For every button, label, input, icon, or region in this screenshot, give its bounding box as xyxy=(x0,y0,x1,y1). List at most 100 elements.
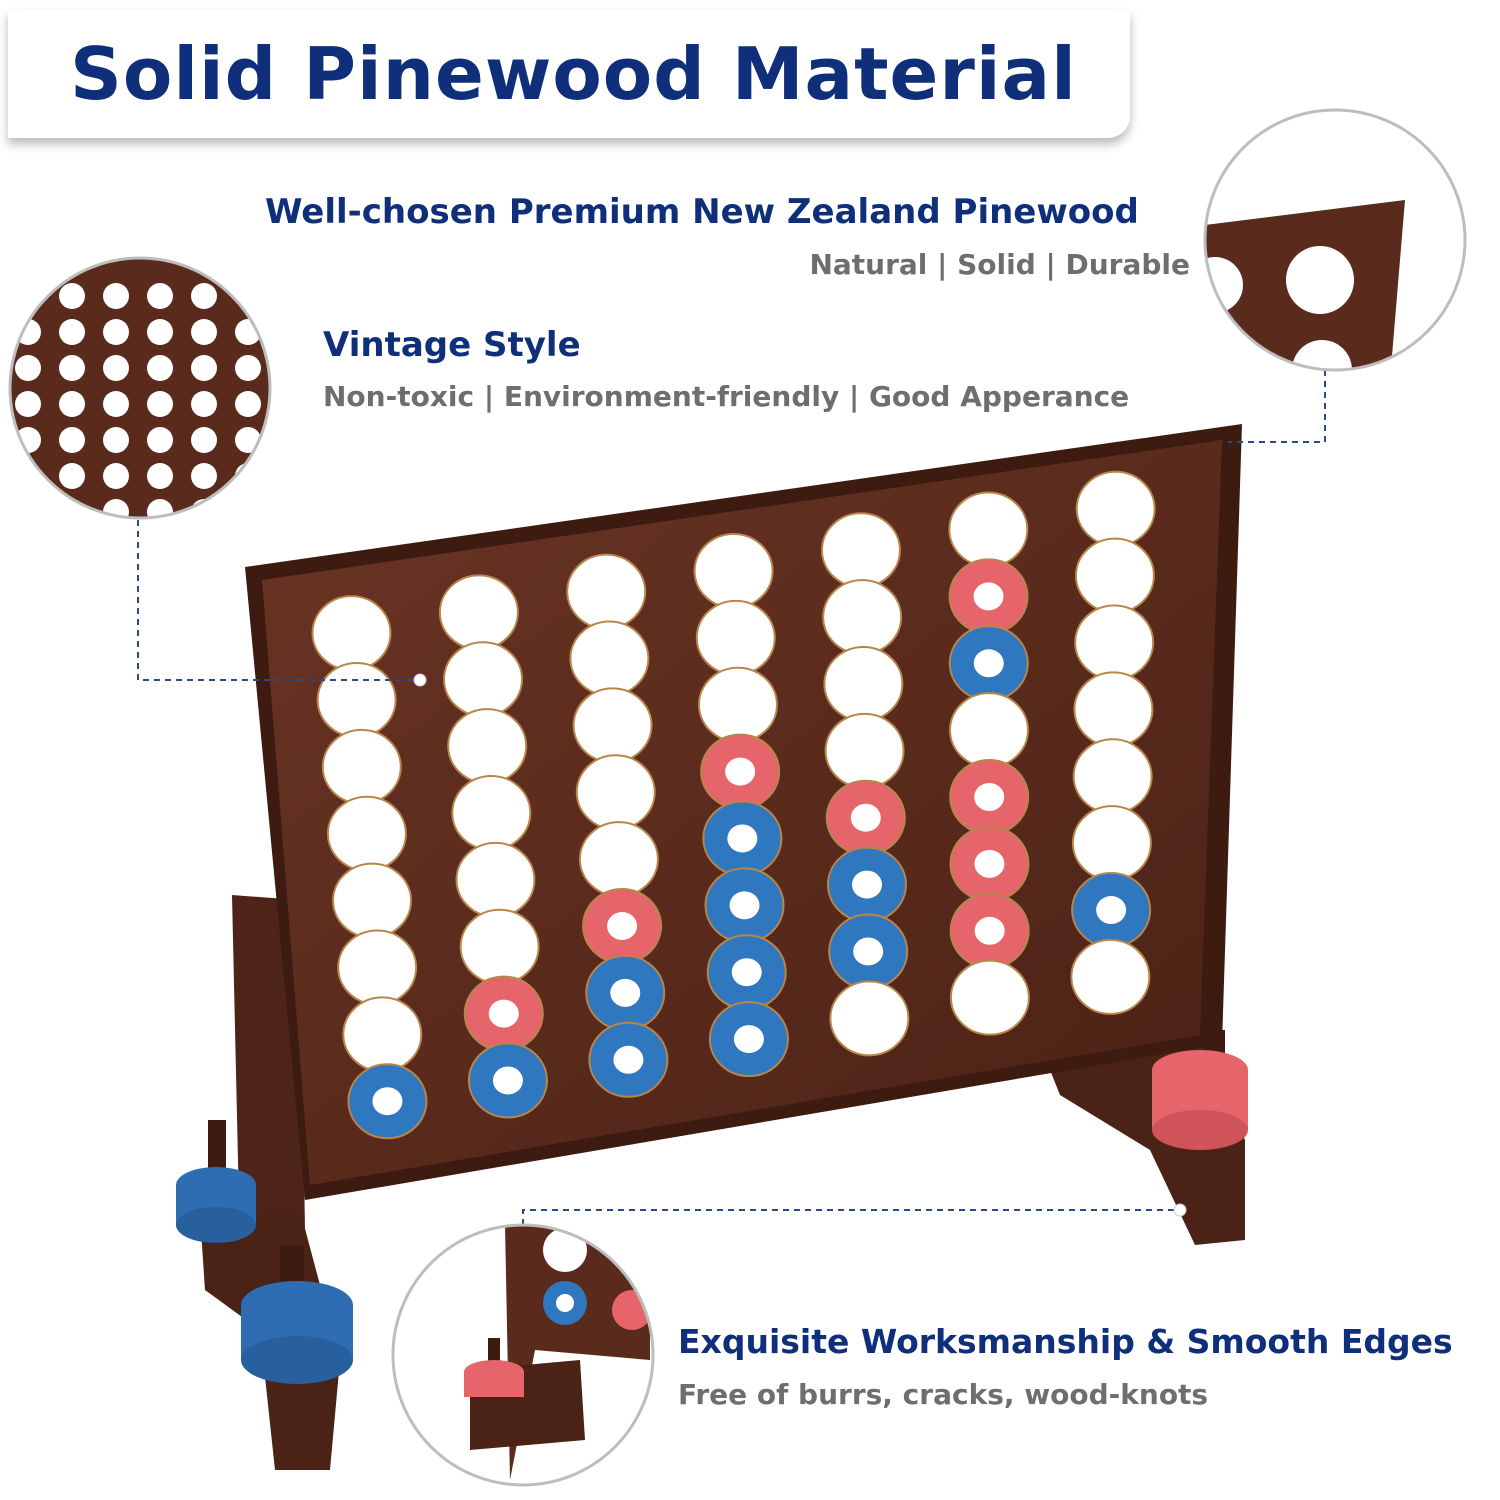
board-hole xyxy=(824,712,905,789)
feature-title-vintage: Vintage Style xyxy=(323,325,581,365)
zoom-hole xyxy=(235,355,261,381)
title-banner: Solid Pinewood Material xyxy=(8,10,1130,138)
zoom-hole xyxy=(59,283,85,309)
zoom-left-holes xyxy=(8,256,305,525)
disc-center-hole xyxy=(729,891,760,920)
zoom-hole xyxy=(15,391,41,417)
disc-center-hole xyxy=(492,1066,523,1095)
board-hole xyxy=(1071,805,1152,882)
disc-center-hole xyxy=(372,1087,403,1116)
zoom-hole xyxy=(59,391,85,417)
zoom-hole xyxy=(147,427,173,453)
disc-center-hole xyxy=(488,999,519,1028)
feature-subtitle-pinewood: Natural | Solid | Durable xyxy=(809,248,1190,281)
board-hole xyxy=(443,641,524,718)
callout-dot xyxy=(1173,1203,1187,1217)
board-hole xyxy=(572,687,653,764)
zoom-hole xyxy=(147,463,173,489)
zoom-hole xyxy=(191,499,217,518)
zoom-hole xyxy=(103,355,129,381)
disc-center-hole xyxy=(851,870,882,899)
board-hole xyxy=(693,532,774,609)
zoom-hole xyxy=(279,499,305,525)
disc-center-hole xyxy=(725,757,756,786)
feature-title-pinewood: Well-chosen Premium New Zealand Pinewood xyxy=(265,192,1139,232)
zoom-top-right-corner xyxy=(1203,108,1467,372)
zoom-hole xyxy=(147,355,173,381)
board-hole xyxy=(566,553,647,630)
feature-title-workmanship: Exquisite Worksmanship & Smooth Edges xyxy=(678,1322,1453,1361)
board-hole xyxy=(823,645,904,722)
zoom-hole xyxy=(279,355,305,381)
zoom-hole xyxy=(279,463,305,489)
zoom-hole xyxy=(15,283,41,309)
board-hole xyxy=(829,980,910,1057)
disc-center-hole xyxy=(850,803,881,832)
zoom-hole xyxy=(15,499,41,518)
zoom-hole xyxy=(191,355,217,381)
zoom-hole xyxy=(235,499,261,518)
zoom-hole xyxy=(147,283,173,309)
callout-dot xyxy=(413,673,427,687)
disc-center-hole xyxy=(973,649,1004,678)
zoom-hole xyxy=(235,391,261,417)
zoom-hole xyxy=(191,283,217,309)
disc-center-hole xyxy=(1096,896,1127,925)
disc-center-hole xyxy=(731,958,762,987)
zoom-hole xyxy=(191,319,217,345)
zoom-hole xyxy=(103,391,129,417)
zoom-hole xyxy=(191,463,217,489)
zoom-bottom-edges xyxy=(391,1223,655,1487)
board-hole xyxy=(578,821,659,898)
board-hole xyxy=(820,512,901,589)
disc-center-hole xyxy=(974,916,1005,945)
disc-center-hole xyxy=(973,582,1004,611)
zoom-hole xyxy=(279,391,305,417)
board-hole xyxy=(311,595,392,672)
feature-subtitle-vintage: Non-toxic | Environment-friendly | Good … xyxy=(323,380,1130,413)
board-hole xyxy=(697,666,778,743)
disc-center-hole xyxy=(974,849,1005,878)
board-hole xyxy=(1074,537,1155,614)
page-title: Solid Pinewood Material xyxy=(70,32,1077,116)
board-hole xyxy=(451,774,532,851)
board-hole xyxy=(1073,671,1154,748)
board-hole xyxy=(1074,604,1155,681)
zoom-hole xyxy=(59,463,85,489)
zoom-hole xyxy=(15,355,41,381)
board-hole xyxy=(438,574,519,651)
board-hole xyxy=(332,862,413,939)
disc-center-hole xyxy=(727,824,758,853)
board-hole xyxy=(321,728,402,805)
zoom-hole xyxy=(279,283,305,309)
zoom-hole xyxy=(147,319,173,345)
game-board xyxy=(245,424,1242,1200)
board-hole xyxy=(822,579,903,656)
zoom-hole xyxy=(103,499,129,518)
zoom-hole xyxy=(59,355,85,381)
board-hole xyxy=(337,929,418,1006)
zoom-hole xyxy=(103,427,129,453)
board-hole xyxy=(1072,738,1153,815)
board-hole xyxy=(459,908,540,985)
zoom-hole xyxy=(191,427,217,453)
disc-center-hole xyxy=(613,1045,644,1074)
board-hole xyxy=(447,708,528,785)
board-hole xyxy=(949,959,1030,1036)
disc-center-hole xyxy=(853,937,884,966)
board-cells xyxy=(311,470,1156,1140)
disc-center-hole xyxy=(610,978,641,1007)
zoom-hole xyxy=(191,391,217,417)
board-hole xyxy=(1070,938,1151,1015)
zoom-hole xyxy=(103,283,129,309)
callout-lines xyxy=(137,370,1326,1225)
zoom-hole xyxy=(279,427,305,453)
zoom-hole xyxy=(103,319,129,345)
zoom-hole xyxy=(103,463,129,489)
zoom-hole xyxy=(235,463,261,489)
zoom-hole xyxy=(147,499,173,518)
board-hole xyxy=(326,795,407,872)
disc-center-hole xyxy=(607,912,638,941)
zoom-hole xyxy=(279,319,305,345)
board-hole xyxy=(569,620,650,697)
